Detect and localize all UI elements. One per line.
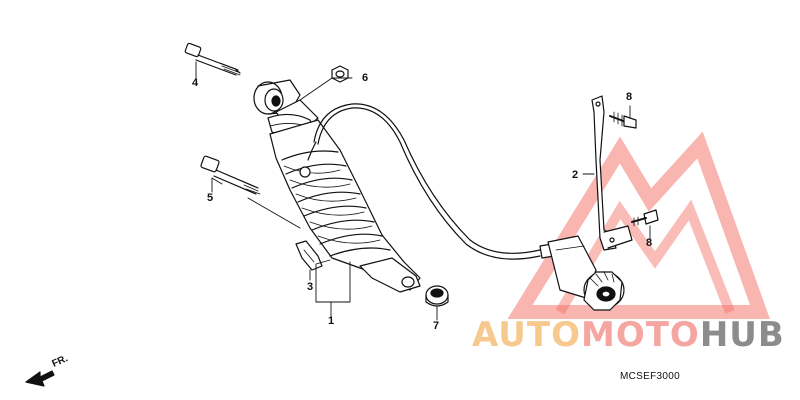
watermark-text: AUTOMOTOHUB bbox=[472, 318, 785, 352]
callout-8-lower: 8 bbox=[646, 237, 653, 249]
bolt-8-lower bbox=[631, 209, 659, 227]
bracket-2 bbox=[591, 95, 633, 251]
front-direction-arrow bbox=[25, 370, 55, 387]
clip-3 bbox=[295, 240, 323, 271]
watermark-hub: HUB bbox=[699, 315, 785, 355]
bolt-5 bbox=[200, 155, 261, 195]
callout-3: 3 bbox=[307, 281, 314, 293]
watermark-moto: MOTO bbox=[580, 315, 700, 355]
preload-adjuster bbox=[547, 235, 625, 311]
callout-1: 1 bbox=[328, 315, 335, 327]
diagram-code: MCSEF3000 bbox=[620, 371, 680, 382]
leader-lines bbox=[195, 61, 651, 321]
callout-8-upper: 8 bbox=[626, 91, 633, 103]
collar-7 bbox=[425, 285, 449, 307]
callout-4: 4 bbox=[192, 77, 199, 89]
callout-6: 6 bbox=[362, 72, 369, 84]
watermark-logo bbox=[507, 131, 770, 319]
watermark-auto: AUTO bbox=[472, 315, 581, 355]
shock-absorber-1 bbox=[253, 79, 421, 293]
bolt-8-upper bbox=[609, 111, 637, 129]
bolt-4 bbox=[184, 42, 241, 76]
callout-7: 7 bbox=[433, 320, 440, 332]
callout-2: 2 bbox=[572, 169, 579, 181]
callout-5: 5 bbox=[207, 192, 214, 204]
nut-6 bbox=[331, 65, 349, 83]
